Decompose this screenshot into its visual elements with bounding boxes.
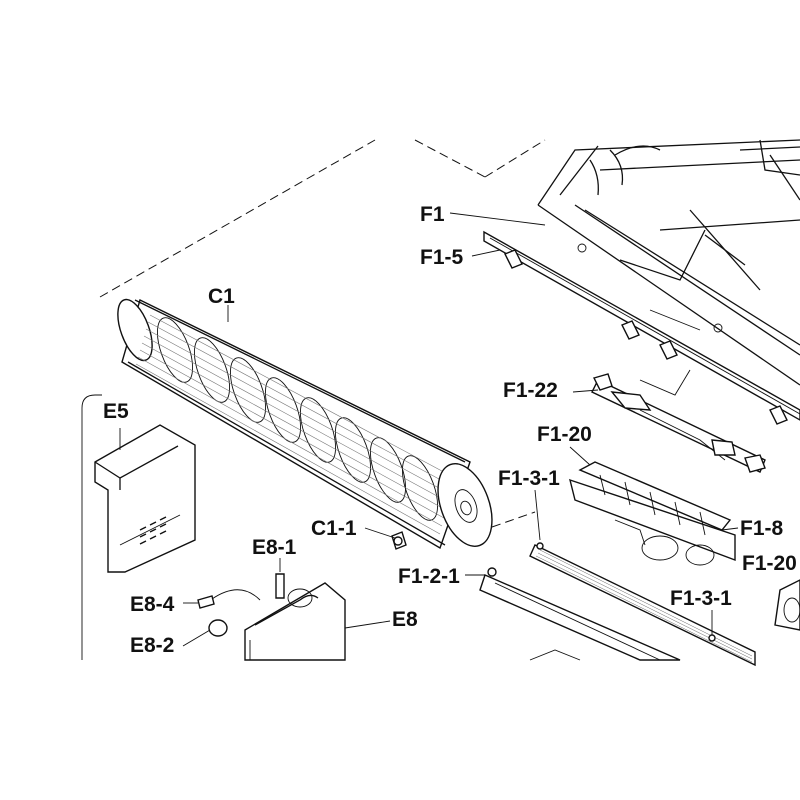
label-e5: E5 xyxy=(103,400,129,423)
part-c1-crossflow-fan xyxy=(117,298,493,550)
part-f1-20-right xyxy=(774,579,800,631)
part-f1-5-rail xyxy=(483,230,800,425)
part-f1-20-louver-assembly xyxy=(569,461,736,566)
label-f1-2-1: F1-2-1 xyxy=(398,565,460,588)
label-f1: F1 xyxy=(420,203,445,226)
part-e8-1-pin xyxy=(275,573,285,599)
label-e8-1: E8-1 xyxy=(252,536,297,559)
label-e8-2: E8-2 xyxy=(130,634,174,657)
part-f1-22-bracket xyxy=(591,373,766,473)
label-e8: E8 xyxy=(392,608,418,631)
part-e5-cover xyxy=(94,424,196,573)
part-f1-3-1-louvers xyxy=(529,542,756,667)
part-f1-2-1-vane xyxy=(479,567,681,661)
label-e8-4: E8-4 xyxy=(130,593,175,616)
part-c1-1-screw xyxy=(391,531,407,550)
label-f1-22: F1-22 xyxy=(503,379,558,402)
label-c1: C1 xyxy=(208,285,235,308)
label-f1-20-lower: F1-20 xyxy=(742,552,797,575)
label-f1-3-1-upper: F1-3-1 xyxy=(498,467,560,490)
assembly-boundary-lines xyxy=(81,139,546,660)
label-c1-1: C1-1 xyxy=(311,517,357,540)
part-e8-4-cable xyxy=(197,589,261,609)
label-f1-8: F1-8 xyxy=(740,517,784,540)
label-f1-3-1-lower: F1-3-1 xyxy=(670,587,732,610)
part-e8-2-bushing xyxy=(208,619,228,637)
leader-lines xyxy=(119,212,739,647)
label-f1-20-upper: F1-20 xyxy=(537,423,592,446)
part-e8-motor-support xyxy=(244,582,346,661)
chassis-f1 xyxy=(537,139,800,396)
label-f1-5: F1-5 xyxy=(420,246,464,269)
